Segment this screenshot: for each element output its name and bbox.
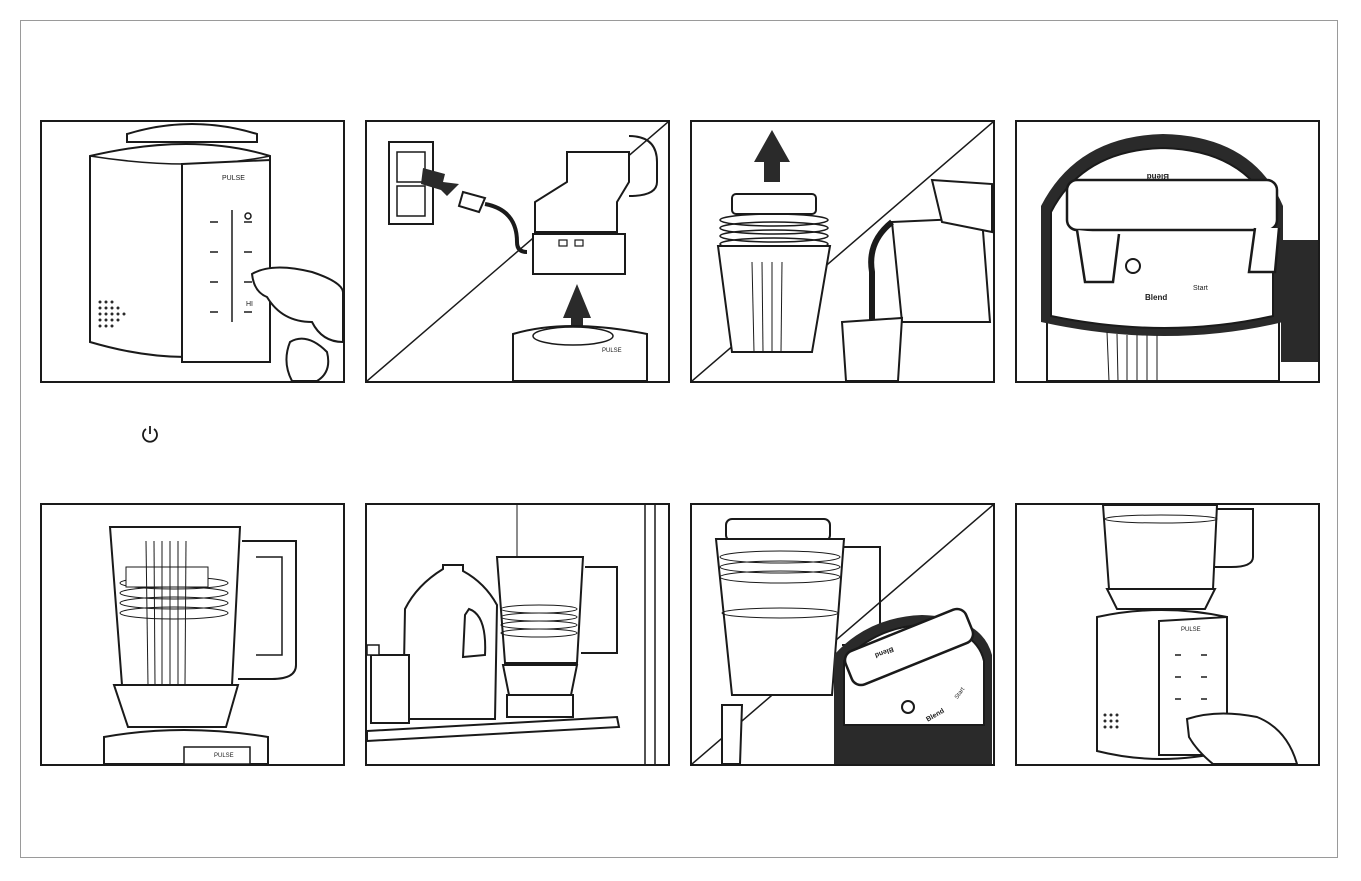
label-blend-top: Blend [1147,172,1169,181]
illustration-jar-in-refrigerator [365,503,670,766]
blender-base-control-panel-drawing: PULSE HI [42,122,343,381]
power-icon [140,424,160,444]
illustration-jar-on-base: PULSE [40,503,345,766]
illustration-unplug-and-lift-jar: PULSE [365,120,670,383]
label-pulse: PULSE [214,753,234,759]
label-pulse: PULSE [602,348,622,354]
illustration-press-button-jar-on-base: PULSE [1015,503,1320,766]
label-pulse: PULSE [222,175,245,182]
jar-with-lid-and-lid-closeup-drawing: Blend Blend Start [692,505,993,764]
label-blend-bottom: Blend [1145,293,1167,302]
illustration-press-button-control-panel: PULSE HI [40,120,345,383]
label-hi: HI [246,301,253,308]
label-start: Start [1193,285,1208,292]
illustration-lid-top-view: Blend Blend Start [1015,120,1320,383]
lid-top-view-drawing: Blend Blend Start [1017,122,1318,381]
remove-lid-and-pour-drawing [692,122,993,381]
illustration-jar-with-lid-and-lid-closeup: Blend Blend Start [690,503,995,766]
jar-in-refrigerator-drawing [367,505,668,764]
label-pulse: PULSE [1181,627,1201,633]
unplug-and-lift-jar-drawing: PULSE [367,122,668,381]
illustration-remove-lid-and-pour [690,120,995,383]
jar-on-base-drawing: PULSE [42,505,343,764]
press-button-jar-on-base-drawing: PULSE [1017,505,1318,764]
